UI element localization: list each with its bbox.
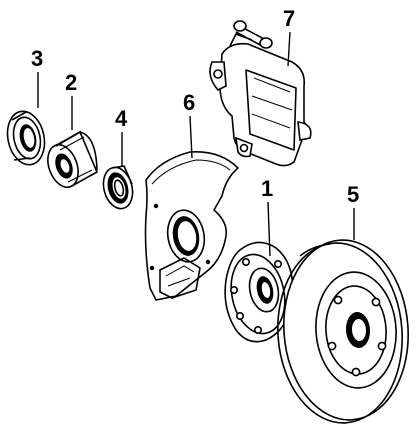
leader-line-7 [287,31,291,67]
callout-6: 6 [183,90,195,115]
callout-5: 5 [347,182,359,207]
callout-7: 7 [283,6,295,31]
wheel-bearing-part [47,130,99,189]
leader-line-6 [189,115,193,159]
callout-2: 2 [65,70,77,95]
inner-bearing-part [102,165,134,210]
callout-4: 4 [115,106,128,131]
hub-part [224,241,294,343]
callout-3: 3 [31,46,43,71]
callout-1: 1 [261,176,273,201]
splash-shield-part [144,151,240,301]
outer-seal-part [6,110,46,166]
brake-rotor-part [277,239,409,424]
brake-caliper-part [209,20,312,167]
leader-line-1 [267,201,271,257]
